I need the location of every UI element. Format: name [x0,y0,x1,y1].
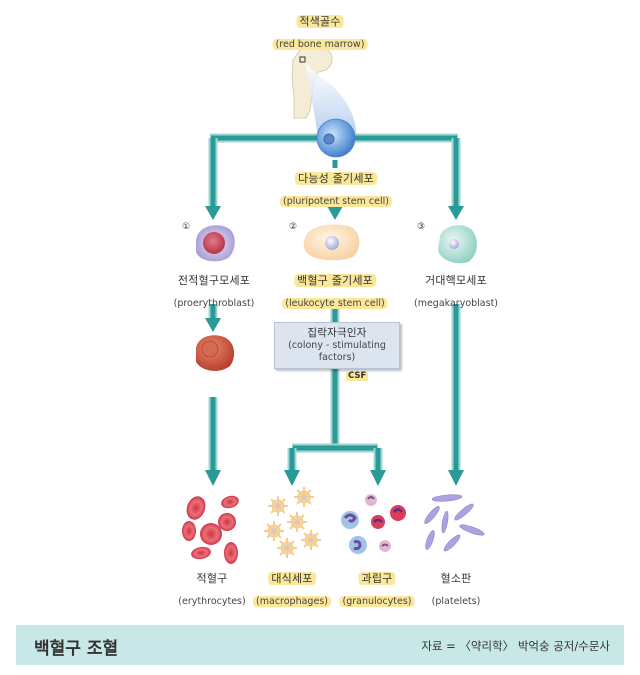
arrowhead-icon [205,206,221,220]
arrowhead-icon [448,470,464,486]
label-en: (leukocyte stem cell) [282,297,388,309]
leukocyte-stem-cell-label: 백혈구 줄기세포 (leukocyte stem cell) [282,268,388,311]
label-ko: 다능성 줄기세포 [295,172,377,185]
label-en-line2: factors) [318,352,356,364]
hematopoiesis-diagram: 적색골수 (red bone marrow) 다능성 줄기세포 (pluripo… [174,9,498,609]
label-ko: 집락자극인자 [307,327,367,339]
diagram-graphics [182,43,485,564]
colony-stimulating-factors-box: 집락자극인자 (colony - stimulating factors) [274,322,400,369]
label-en: (proerythroblast) [173,297,255,309]
megakaryoblast-cell-icon [438,225,477,264]
megakaryoblast-label: 거대핵모세포 (megakaryoblast) [414,268,498,311]
red-bone-marrow-label: 적색골수 (red bone marrow) [272,9,368,52]
sample-box-icon [299,56,306,63]
label-en: (erythrocytes) [178,595,246,607]
bone-icon [291,43,357,138]
label-ko: 혈소판 [440,572,472,585]
label-ko: 적혈구 [196,572,228,585]
arrowhead-icon [448,206,464,220]
label-en: (pluripotent stem cell) [280,195,392,207]
label-ko: 거대핵모세포 [425,274,487,287]
macrophages-label: 대식세포 (macrophages) [253,566,331,609]
caption-bar: 백혈구 조혈 자료 = 〈약리학〉 박억숭 공저/수문사 [16,625,624,665]
label-ko: 대식세포 [268,572,316,585]
arrowhead-icon [205,470,221,486]
proerythroblast-label: 전적혈구모세포 (proerythroblast) [174,268,255,311]
label-en-line1: (colony - stimulating [288,340,386,351]
branch-number: ① [182,222,191,232]
label-ko: 전적혈구모세포 [177,274,251,287]
branch-number: ③ [417,222,426,232]
label-ko: 적색골수 [296,15,344,28]
label-ko: 과립구 [358,572,396,585]
label-en: (megakaryoblast) [413,297,499,309]
erythroblast-cell-icon [196,335,235,371]
caption-source: 자료 = 〈약리학〉 박억숭 공저/수문사 [421,639,610,653]
stem-cell-icon [316,118,356,158]
platelets-icon [424,494,485,552]
label-en: (macrophages) [253,595,331,607]
arrowhead-icon [284,470,300,486]
label-ko: 백혈구 줄기세포 [294,274,376,287]
csf-tag: CSF [346,371,369,381]
caption-title: 백혈구 조혈 [34,639,119,659]
leukocyte-stem-cell-icon [303,224,360,261]
arrowhead-icon [327,206,343,220]
proerythroblast-cell-icon [196,225,235,262]
erythrocytes-label: 적혈구 (erythrocytes) [178,566,245,609]
label-en: (platelets) [431,595,481,607]
branch-number: ② [289,222,298,232]
arrowhead-icon [370,470,386,486]
arrowhead-icon [205,318,221,332]
label-en: (red bone marrow) [272,38,368,50]
label-en: (granulocytes) [339,595,415,607]
granulocytes-icon [341,494,406,554]
erythrocytes-icon [182,495,239,564]
pluripotent-stem-cell-label: 다능성 줄기세포 (pluripotent stem cell) [280,166,392,209]
platelets-label: 혈소판 (platelets) [432,566,481,609]
macrophages-icon [264,487,321,558]
granulocytes-label: 과립구 (granulocytes) [339,566,415,609]
